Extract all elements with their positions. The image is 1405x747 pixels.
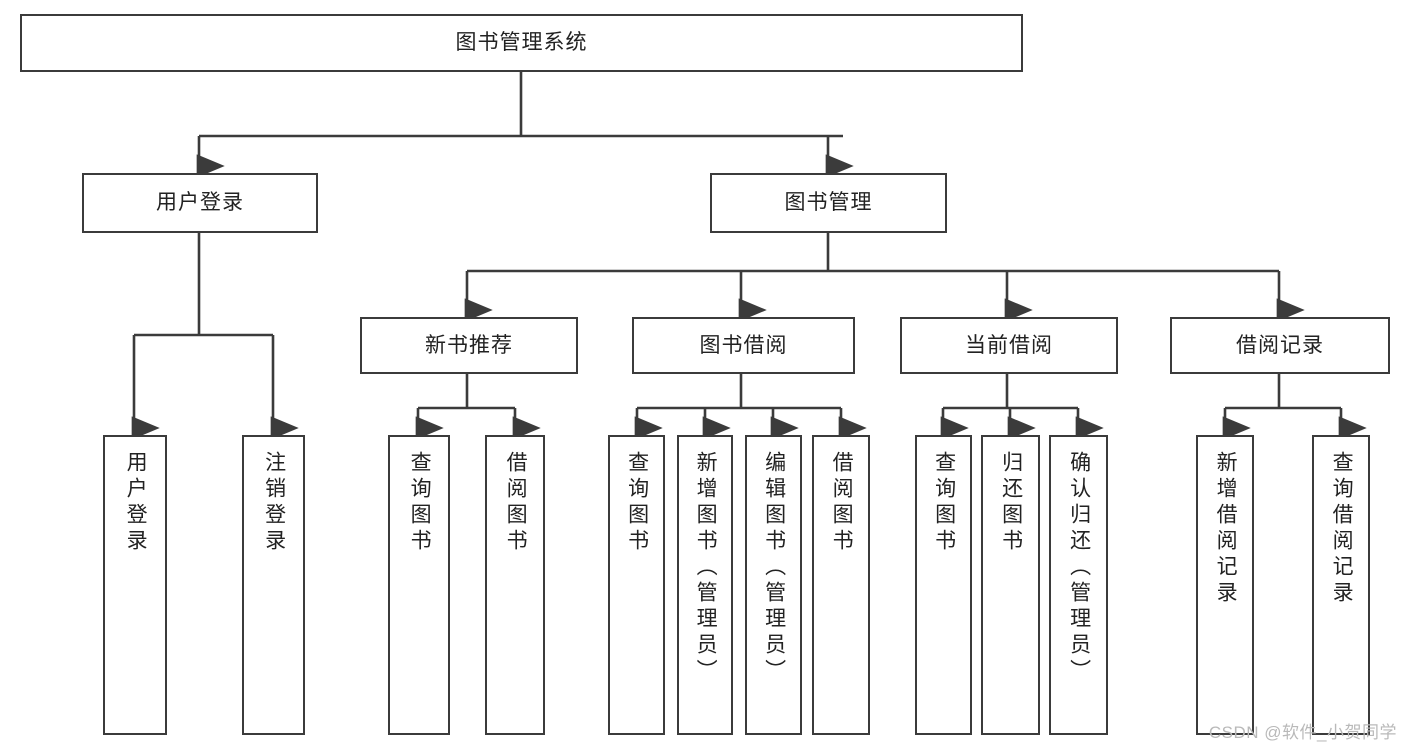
csdn-watermark: CSDN @软件_小贺同学 (1208, 723, 1397, 742)
node-label: 借阅图书 (830, 451, 854, 555)
node-leaf-3[interactable]: 借阅图书 (485, 435, 545, 735)
node-label: 查询图书 (408, 451, 432, 555)
node-leaf-4[interactable]: 查询图书 (608, 435, 665, 735)
node-level2-3[interactable]: 借阅记录 (1170, 317, 1390, 374)
node-label: 用户登录 (156, 191, 244, 215)
node-leaf-9[interactable]: 归还图书 (981, 435, 1040, 735)
node-label: 注销登录 (262, 451, 286, 555)
node-leaf-6[interactable]: 编辑图书（管理员） (745, 435, 802, 735)
node-leaf-0[interactable]: 用户登录 (103, 435, 167, 735)
node-leaf-1[interactable]: 注销登录 (242, 435, 305, 735)
node-label: 借阅图书 (504, 451, 528, 555)
node-label: 新增借阅记录 (1214, 451, 1238, 607)
node-leaf-2[interactable]: 查询图书 (388, 435, 450, 735)
node-label: 图书管理系统 (455, 31, 588, 55)
node-leaf-5[interactable]: 新增图书（管理员） (677, 435, 733, 735)
node-label: 借阅记录 (1236, 333, 1324, 357)
node-label: 当前借阅 (965, 333, 1053, 357)
node-leaf-10[interactable]: 确认归还（管理员） (1049, 435, 1108, 735)
node-label: 查询图书 (625, 451, 649, 555)
node-root-0[interactable]: 图书管理系统 (20, 14, 1023, 72)
node-label: 用户登录 (124, 451, 148, 555)
node-label: 新增图书（管理员） (694, 451, 718, 685)
node-leaf-12[interactable]: 查询借阅记录 (1312, 435, 1370, 735)
node-level2-0[interactable]: 新书推荐 (360, 317, 578, 374)
node-label: 图书管理 (784, 191, 873, 215)
node-label: 归还图书 (999, 451, 1023, 555)
node-label: 查询图书 (932, 451, 956, 555)
node-level1-0[interactable]: 用户登录 (82, 173, 318, 233)
node-leaf-8[interactable]: 查询图书 (915, 435, 972, 735)
node-leaf-11[interactable]: 新增借阅记录 (1196, 435, 1254, 735)
node-label: 编辑图书（管理员） (762, 451, 786, 685)
node-label: 确认归还（管理员） (1067, 451, 1091, 685)
node-label: 图书借阅 (699, 333, 788, 357)
node-level2-1[interactable]: 图书借阅 (632, 317, 855, 374)
node-level2-2[interactable]: 当前借阅 (900, 317, 1118, 374)
node-leaf-7[interactable]: 借阅图书 (812, 435, 870, 735)
node-label: 查询借阅记录 (1330, 451, 1354, 607)
node-label: 新书推荐 (425, 333, 513, 357)
node-level1-1[interactable]: 图书管理 (710, 173, 947, 233)
